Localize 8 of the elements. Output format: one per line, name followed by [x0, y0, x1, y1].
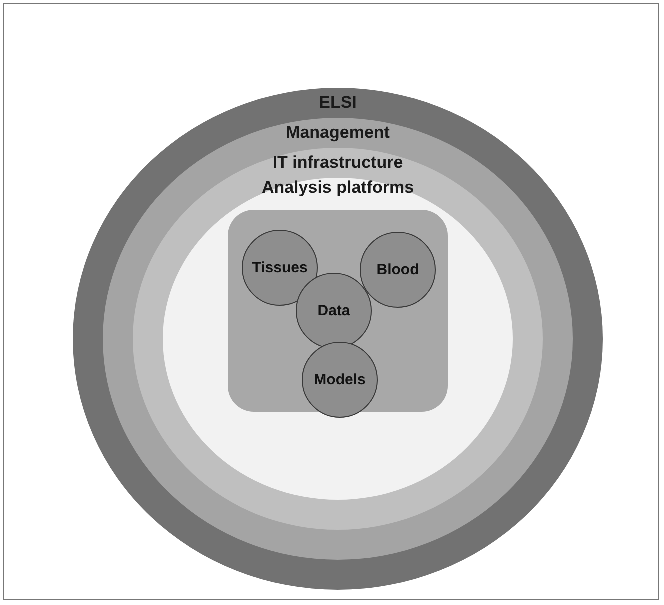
- node-label: Blood: [376, 262, 420, 278]
- node-label: IT infrastructure: [272, 153, 404, 173]
- node-label: Management: [286, 123, 390, 143]
- node-label: Data: [318, 302, 350, 320]
- node-label: Tissues: [252, 260, 308, 276]
- node-label: Analysis platforms: [262, 178, 414, 198]
- node-label: ELSI: [319, 93, 357, 113]
- node-label: Models: [314, 372, 366, 388]
